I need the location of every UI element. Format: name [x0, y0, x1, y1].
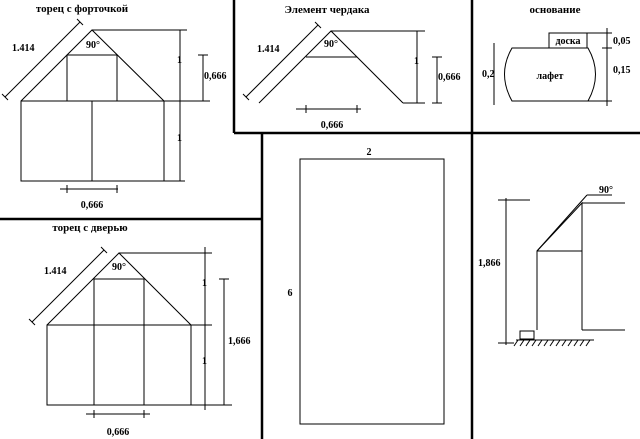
door-gable-roof-height: 1 [202, 278, 207, 289]
wall-width-label: 2 [367, 147, 372, 158]
side-section-angle: 90° [599, 185, 613, 196]
door-gable-slope-dim [31, 249, 105, 323]
door-gable-wall-height: 1 [202, 356, 207, 367]
panel-wall: 2 6 [288, 147, 445, 425]
attic-tie-label: 0,666 [438, 72, 461, 83]
panel-window-gable: торец с форточкой 1.414 90° 1 1 0,666 0,… [1, 3, 227, 211]
window-gable-slope-dim [4, 21, 81, 98]
door-gable-angle: 90° [112, 262, 126, 273]
foundation-title: основание [530, 4, 581, 16]
window-gable-base-label: 0,666 [81, 200, 104, 211]
side-section-foundation [519, 330, 535, 340]
foundation-board-label: доска [555, 36, 580, 47]
panel-attic-element: Элемент чердака 1.414 90° 1 0,666 0,666 [242, 4, 461, 131]
attic-slope-label: 1.414 [257, 44, 280, 55]
panel-side-section: 90° 1,866 [478, 185, 625, 347]
door-gable-slope-label: 1.414 [44, 266, 67, 277]
door-gable-wall [46, 324, 192, 406]
foundation-log-dim: 0,15 [613, 65, 631, 76]
door-gable-title: торец с дверью [52, 222, 127, 234]
ground-hatching [513, 339, 591, 347]
wall-rectangle [299, 158, 445, 425]
panel-door-gable: торец с дверью 1.414 90° 1 1 1,666 0,666 [28, 222, 251, 438]
attic-title: Элемент чердака [284, 4, 370, 16]
wall-height-label: 6 [288, 288, 293, 299]
door-gable-door [93, 278, 145, 406]
window-gable-roof-height: 1 [177, 55, 182, 66]
foundation-carriage-label: лафет [537, 71, 564, 82]
window-gable-wall-height: 1 [177, 133, 182, 144]
side-section-rafter [536, 194, 588, 252]
foundation-total-label: 0,2 [482, 69, 495, 80]
window-gable-angle: 90° [86, 40, 100, 51]
window-gable-vent-window [66, 54, 118, 102]
attic-base-label: 0,666 [321, 120, 344, 131]
foundation-board [548, 32, 588, 49]
side-section-body [536, 201, 583, 330]
panel-foundation: основание доска лафет 0,2 0,05 0,15 [482, 4, 631, 106]
side-section-height-label: 1,866 [478, 258, 501, 269]
attic-angle: 90° [324, 39, 338, 50]
window-gable-window-label: 0,666 [204, 71, 227, 82]
attic-slope-dim [245, 24, 319, 98]
window-gable-slope-label: 1.414 [12, 43, 35, 54]
door-gable-total-label: 1,666 [228, 336, 251, 347]
door-gable-base-label: 0,666 [107, 427, 130, 438]
foundation-board-dim: 0,05 [613, 36, 631, 47]
attic-height-label: 1 [414, 56, 419, 67]
window-gable-title: торец с форточкой [36, 3, 129, 15]
